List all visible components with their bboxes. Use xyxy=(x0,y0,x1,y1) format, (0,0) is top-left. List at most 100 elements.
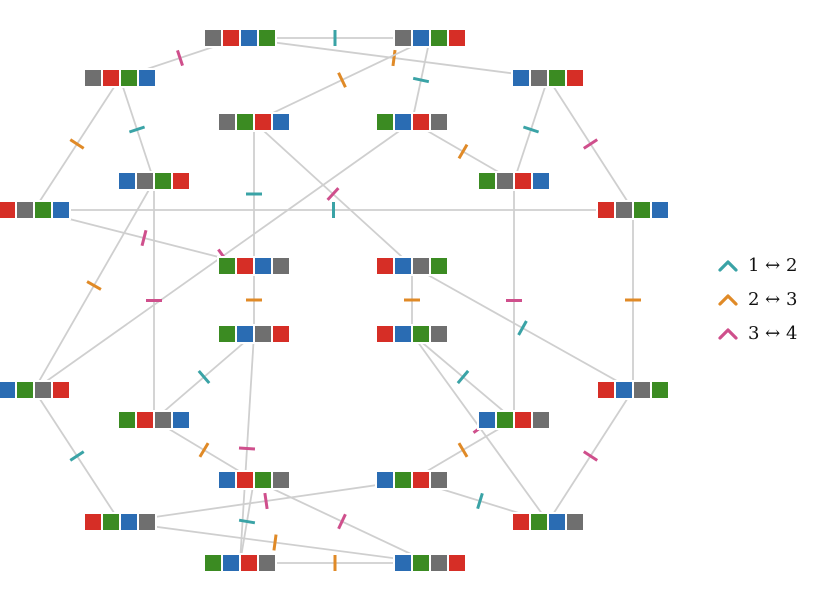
color-square-4 xyxy=(431,555,447,571)
color-square-4 xyxy=(139,514,155,530)
color-square-3 xyxy=(652,202,668,218)
color-square-3 xyxy=(413,30,429,46)
node-background xyxy=(375,256,449,276)
color-square-3 xyxy=(549,514,565,530)
legend-label: 3 ↔ 4 xyxy=(748,322,798,344)
edge-tick-1 xyxy=(517,320,528,336)
color-square-3 xyxy=(53,202,69,218)
color-square-2 xyxy=(219,326,235,342)
color-square-4 xyxy=(533,412,549,428)
permutation-node xyxy=(393,28,467,48)
edge-tick-1 xyxy=(476,492,484,510)
permutation-node xyxy=(375,324,449,344)
color-square-1 xyxy=(377,258,393,274)
color-square-1 xyxy=(103,70,119,86)
edge-tick-3 xyxy=(238,446,256,451)
node-background xyxy=(375,324,449,344)
color-square-3 xyxy=(395,555,411,571)
color-square-3 xyxy=(223,555,239,571)
node-background xyxy=(596,380,670,400)
color-square-1 xyxy=(598,382,614,398)
edge-tick-3 xyxy=(176,49,184,67)
color-square-1 xyxy=(137,412,153,428)
color-square-1 xyxy=(449,555,465,571)
color-square-2 xyxy=(413,326,429,342)
color-square-3 xyxy=(395,258,411,274)
color-square-4 xyxy=(137,173,153,189)
permutation-node xyxy=(83,68,157,88)
color-square-1 xyxy=(237,472,253,488)
permutation-node xyxy=(596,380,670,400)
color-square-1 xyxy=(567,70,583,86)
color-square-4 xyxy=(567,514,583,530)
color-square-4 xyxy=(219,114,235,130)
permutation-node xyxy=(217,112,291,132)
permutation-node xyxy=(477,171,551,191)
edge-tick-2 xyxy=(69,138,85,150)
color-square-3 xyxy=(513,70,529,86)
color-square-1 xyxy=(273,326,289,342)
color-square-1 xyxy=(223,30,239,46)
color-square-2 xyxy=(17,382,33,398)
permutation-node xyxy=(217,324,291,344)
color-square-4 xyxy=(497,173,513,189)
node-background xyxy=(217,470,291,490)
node-background xyxy=(393,553,467,573)
node-background xyxy=(511,512,585,532)
permutation-node xyxy=(117,171,191,191)
legend-item-3-4: 3 ↔ 4 xyxy=(716,316,797,350)
permutation-node xyxy=(375,470,449,490)
node-background xyxy=(375,470,449,490)
color-square-2 xyxy=(413,555,429,571)
edges xyxy=(33,30,641,571)
color-square-4 xyxy=(155,412,171,428)
node-background xyxy=(477,410,551,430)
color-square-1 xyxy=(515,412,531,428)
color-square-4 xyxy=(531,70,547,86)
edge-tick-1 xyxy=(128,125,146,134)
color-square-1 xyxy=(413,472,429,488)
chevron-up-icon xyxy=(718,328,738,340)
edge-tick-2 xyxy=(457,442,469,458)
node-background xyxy=(393,28,467,48)
edge-tick-3 xyxy=(263,492,269,510)
edge-tick-1 xyxy=(69,450,85,462)
edge-tick-3 xyxy=(582,450,599,462)
color-square-1 xyxy=(237,258,253,274)
node-background xyxy=(375,112,449,132)
node-background xyxy=(117,171,191,191)
color-square-3 xyxy=(395,326,411,342)
color-square-1 xyxy=(0,202,15,218)
color-square-4 xyxy=(616,202,632,218)
color-square-3 xyxy=(139,70,155,86)
color-square-3 xyxy=(121,514,137,530)
color-square-2 xyxy=(119,412,135,428)
permutation-node xyxy=(511,512,585,532)
color-square-2 xyxy=(259,30,275,46)
permutation-node xyxy=(477,410,551,430)
color-square-1 xyxy=(255,114,271,130)
permutation-node xyxy=(393,553,467,573)
edge-tick-1 xyxy=(412,76,430,84)
permutation-node xyxy=(203,28,277,48)
color-square-2 xyxy=(255,472,271,488)
color-square-3 xyxy=(479,412,495,428)
color-square-2 xyxy=(652,382,668,398)
permutation-node xyxy=(217,256,291,276)
edge-tick-1 xyxy=(522,125,540,134)
edge-tick-2 xyxy=(198,442,210,458)
node-background xyxy=(511,68,585,88)
color-square-2 xyxy=(549,70,565,86)
color-square-4 xyxy=(17,202,33,218)
legend-label: 2 ↔ 3 xyxy=(748,288,798,310)
edge-tick-3 xyxy=(337,513,347,530)
permutation-node xyxy=(117,410,191,430)
color-square-2 xyxy=(634,202,650,218)
permutation-node xyxy=(511,68,585,88)
color-square-3 xyxy=(273,114,289,130)
color-square-2 xyxy=(121,70,137,86)
color-square-2 xyxy=(479,173,495,189)
color-square-3 xyxy=(173,412,189,428)
color-square-4 xyxy=(85,70,101,86)
color-square-4 xyxy=(205,30,221,46)
